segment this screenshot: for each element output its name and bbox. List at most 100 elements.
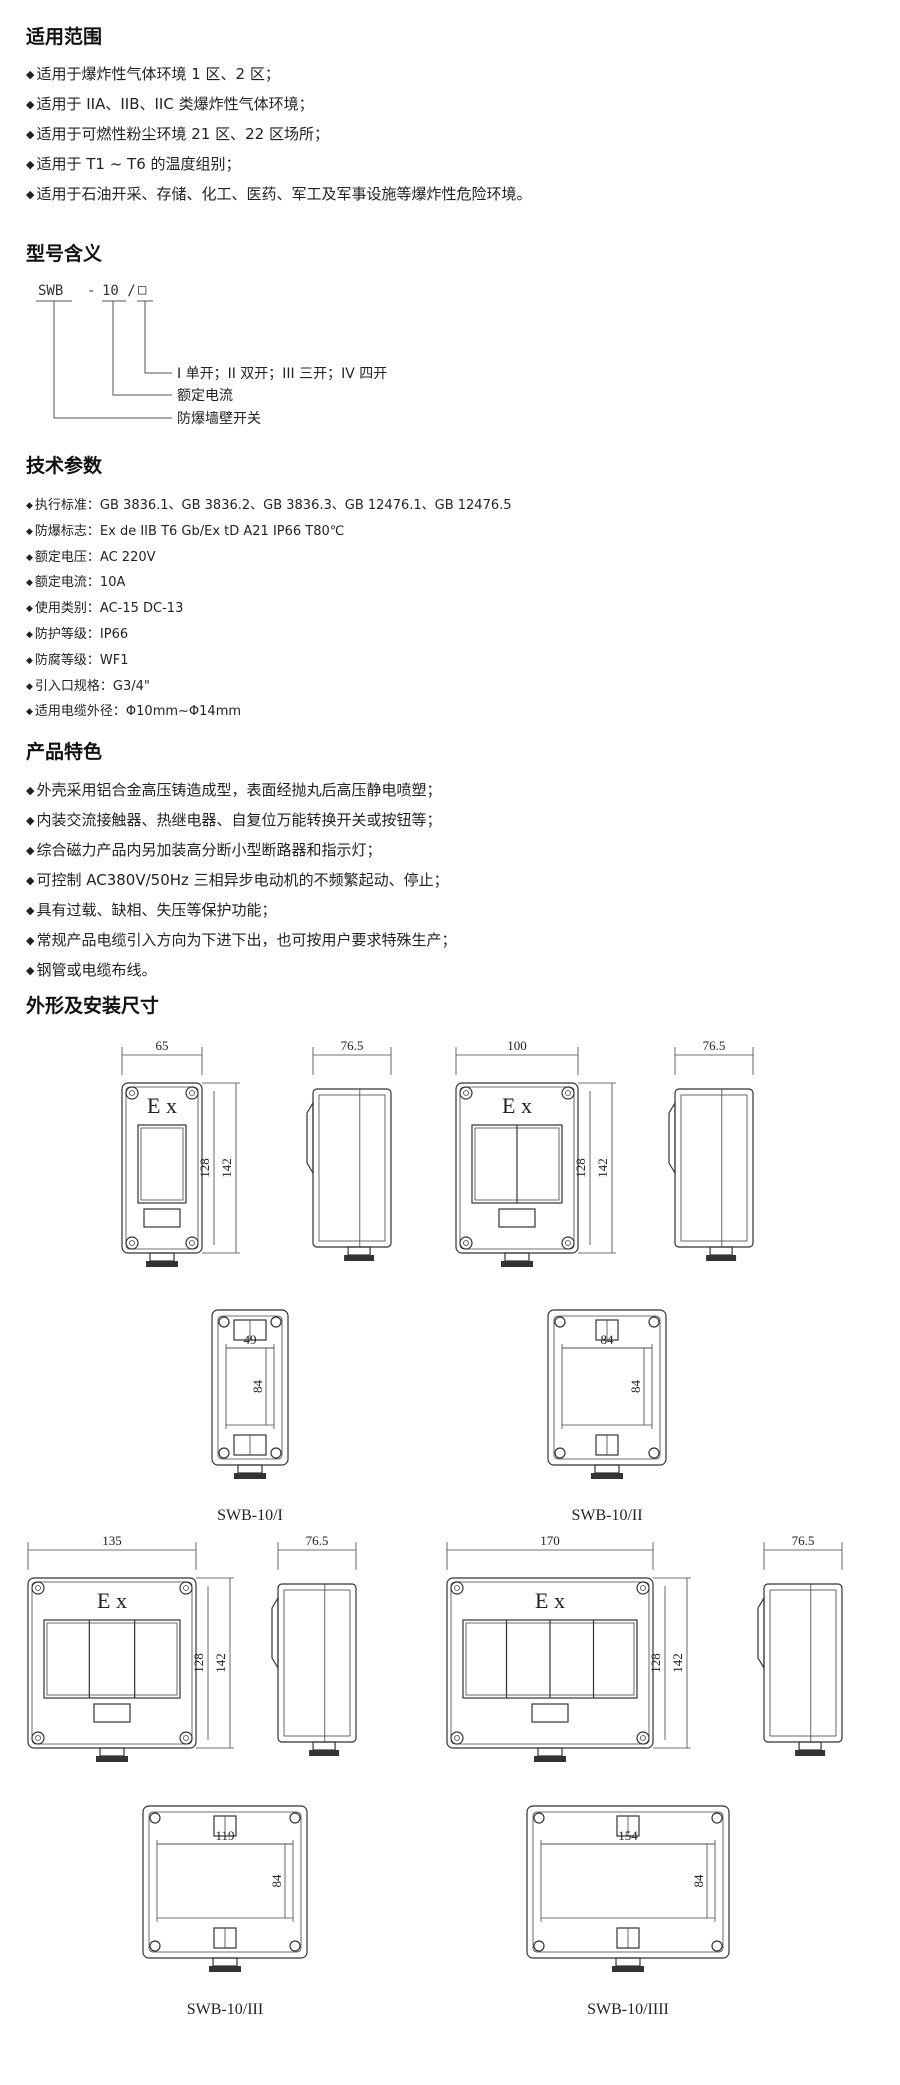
screw-hole: [459, 1086, 473, 1100]
feature-item: 内装交流接触器、热继电器、自复位万能转换开关或按钮等；: [26, 806, 456, 836]
feature-item: 外壳采用铝合金高压铸造成型，表面经抛丸后高压静电喷塑；: [26, 776, 456, 806]
tech-title: 技术参数: [26, 455, 103, 477]
tech-spec-item: 额定电流：10A: [26, 571, 512, 597]
mount-cable-gland: [615, 1957, 641, 1967]
tech-spec-item: 防爆标志：Ex de IIB T6 Gb/Ex tD A21 IP66 T80℃: [26, 520, 512, 546]
mount-width-label: 119: [215, 1828, 234, 1843]
side-depth-label: 76.5: [792, 1533, 815, 1548]
model-name-label: SWB-10/IIII: [587, 2001, 669, 2018]
tech-spec-item: 执行标准：GB 3836.1、GB 3836.2、GB 3836.3、GB 12…: [26, 494, 512, 520]
mount-width-label: 49: [244, 1332, 257, 1347]
switch-window: [43, 1619, 181, 1699]
scope-list: 适用于爆炸性气体环境 1 区、2 区；适用于 IIA、IIB、IIC 类爆炸性气…: [26, 60, 531, 210]
mount-hole: [289, 1940, 301, 1952]
cable-gland-nut: [534, 1756, 566, 1762]
screw-hole: [125, 1236, 139, 1250]
side-depth-label: 76.5: [306, 1533, 329, 1548]
mount-hole: [554, 1316, 566, 1328]
screw-hole: [31, 1731, 45, 1745]
scope-item: 适用于石油开采、存储、化工、医药、军工及军事设施等爆炸性危险环境。: [26, 180, 531, 210]
scope-item: 适用于爆炸性气体环境 1 区、2 区；: [26, 60, 531, 90]
screw-hole: [179, 1581, 193, 1595]
mount-hole: [270, 1447, 282, 1459]
screw-hole: [31, 1581, 45, 1595]
model-name-label: SWB-10/II: [571, 1507, 642, 1524]
side-cable-gland: [347, 1246, 371, 1256]
cable-gland-nut: [96, 1756, 128, 1762]
mount-height-label: 84: [628, 1380, 643, 1394]
mount-height-label: 84: [250, 1380, 265, 1394]
tech-list: 执行标准：GB 3836.1、GB 3836.2、GB 3836.3、GB 12…: [26, 494, 512, 726]
feature-item: 可控制 AC380V/50Hz 三相异步电动机的不频繁起动、停止；: [26, 866, 456, 896]
scope-title: 适用范围: [26, 26, 103, 48]
outer-height-label: 142: [219, 1158, 234, 1178]
inner-height-label: 128: [197, 1158, 212, 1178]
screw-hole: [636, 1731, 650, 1745]
inner-height-label: 128: [573, 1158, 588, 1178]
front-width-label: 100: [507, 1038, 527, 1053]
mount-hole: [149, 1940, 161, 1952]
side-switch-lever: [271, 1595, 279, 1671]
scope-item: 适用于可燃性粉尘环境 21 区、22 区场所；: [26, 120, 531, 150]
scope-item: 适用于 IIA、IIB、IIC 类爆炸性气体环境；: [26, 90, 531, 120]
nameplate: [93, 1703, 131, 1723]
ex-mark: E x: [502, 1093, 532, 1118]
inner-height-label: 128: [648, 1653, 663, 1673]
mount-hole: [533, 1940, 545, 1952]
ex-mark: E x: [147, 1093, 177, 1118]
model-name-label: SWB-10/I: [217, 1507, 283, 1524]
side-cable-gland: [312, 1741, 336, 1751]
inner-height-label: 128: [191, 1653, 206, 1673]
scope-item: 适用于 T1 ~ T6 的温度组别；: [26, 150, 531, 180]
model-name-label: SWB-10/III: [187, 2001, 263, 2018]
feature-item: 钢管或电缆布线。: [26, 956, 456, 986]
model-leader-lines: [36, 300, 172, 419]
cable-gland-nut: [501, 1261, 533, 1267]
side-cable-gland: [709, 1246, 733, 1256]
ex-mark: E x: [97, 1588, 127, 1613]
tech-spec-item: 适用电缆外径：Φ10mm~Φ14mm: [26, 700, 512, 726]
side-cable-gland: [798, 1741, 822, 1751]
feature-item: 常规产品电缆引入方向为下进下出，也可按用户要求特殊生产；: [26, 926, 456, 956]
switch-window: [137, 1124, 187, 1204]
cable-gland: [537, 1747, 563, 1757]
model-code-dash: -: [87, 283, 96, 299]
model-label-count: I 单开；II 双开；III 三开；IV 四开: [177, 366, 388, 382]
screw-hole: [561, 1236, 575, 1250]
dims-title: 外形及安装尺寸: [26, 995, 160, 1017]
screw-hole: [561, 1086, 575, 1100]
side-view-body: [674, 1088, 754, 1248]
ex-mark: E x: [535, 1588, 565, 1613]
screw-hole: [179, 1731, 193, 1745]
cable-gland-nut: [146, 1261, 178, 1267]
screw-hole: [125, 1086, 139, 1100]
side-switch-lever: [757, 1595, 765, 1671]
front-width-label: 135: [102, 1533, 122, 1548]
mount-hole: [289, 1812, 301, 1824]
model-label-product: 防爆墙壁开关: [177, 411, 261, 427]
tech-spec-item: 引入口规格：G3/4": [26, 675, 512, 701]
mount-hole: [554, 1447, 566, 1459]
mount-hole: [648, 1447, 660, 1459]
screw-hole: [185, 1236, 199, 1250]
side-switch-lever: [306, 1100, 314, 1176]
outer-height-label: 142: [595, 1158, 610, 1178]
mount-height-label: 84: [269, 1874, 284, 1888]
side-depth-label: 76.5: [703, 1038, 726, 1053]
nameplate: [531, 1703, 569, 1723]
mount-hole: [270, 1316, 282, 1328]
nameplate: [143, 1208, 181, 1228]
mount-hole: [218, 1316, 230, 1328]
mount-height-label: 84: [691, 1874, 706, 1888]
tech-spec-item: 额定电压：AC 220V: [26, 546, 512, 572]
cable-gland: [99, 1747, 125, 1757]
screw-hole: [185, 1086, 199, 1100]
mount-hole: [648, 1316, 660, 1328]
mount-hole: [218, 1447, 230, 1459]
mount-cable-gland: [594, 1464, 620, 1474]
nameplate: [498, 1208, 536, 1228]
